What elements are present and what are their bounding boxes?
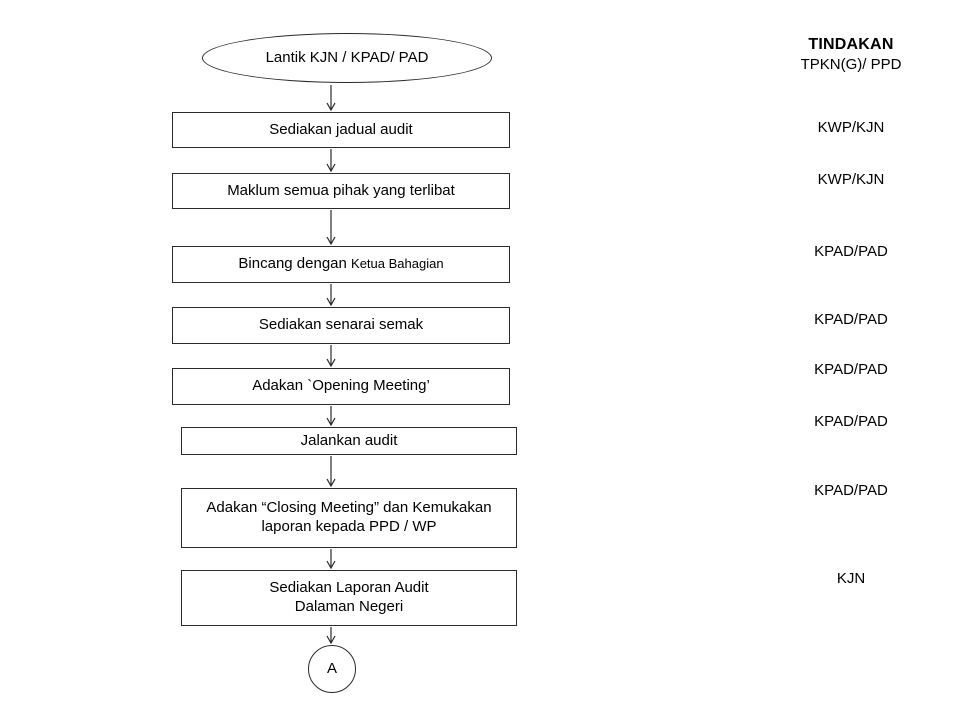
step-maklum-semua-pihak: Maklum semua pihak yang terlibat bbox=[172, 173, 510, 209]
step-sediakan-senarai-semak: Sediakan senarai semak bbox=[172, 307, 510, 344]
action-entry: KWP/KJN bbox=[817, 119, 885, 136]
action-column: TINDAKAN TPKN(G)/ PPD KWP/KJN KWP/KJN KP… bbox=[751, 0, 951, 720]
step-bincang-dengan-ketua-bahagian: Bincang dengan Ketua Bahagian bbox=[172, 246, 510, 283]
start-terminator-label: Lantik KJN / KPAD/ PAD bbox=[265, 48, 429, 66]
action-entry: KJN bbox=[836, 570, 866, 587]
step-jalankan-audit: Jalankan audit bbox=[181, 427, 517, 455]
step-sediakan-jadual-audit: Sediakan jadual audit bbox=[172, 112, 510, 148]
step-adakan-opening-meeting: Adakan `Opening Meeting’ bbox=[172, 368, 510, 405]
action-entry: KPAD/PAD bbox=[814, 413, 888, 430]
step-label-line2: laporan kepada PPD / WP bbox=[261, 518, 437, 535]
action-column-title: TINDAKAN bbox=[808, 36, 894, 53]
action-column-subtitle: TPKN(G)/ PPD bbox=[800, 56, 902, 73]
action-entry: KPAD/PAD bbox=[814, 482, 888, 499]
end-connector-label: A bbox=[326, 659, 337, 677]
step-label: Sediakan jadual audit bbox=[269, 120, 413, 138]
step-label: Sediakan senarai semak bbox=[258, 316, 424, 334]
step-label: Jalankan audit bbox=[300, 431, 398, 449]
step-label-small: Ketua Bahagian bbox=[351, 256, 444, 272]
step-label: Adakan `Opening Meeting’ bbox=[252, 377, 430, 395]
action-entry: KPAD/PAD bbox=[814, 311, 888, 328]
step-label-line1: Sediakan Laporan Audit bbox=[269, 579, 429, 597]
step-adakan-closing-meeting: Adakan “Closing Meeting” dan Kemukakan l… bbox=[181, 488, 517, 548]
step-label: Maklum semua pihak yang terlibat bbox=[227, 181, 455, 199]
end-connector: A bbox=[308, 645, 356, 693]
action-column-header: TINDAKAN TPKN(G)/ PPD bbox=[751, 36, 951, 73]
start-terminator: Lantik KJN / KPAD/ PAD bbox=[202, 33, 492, 83]
action-entry: KPAD/PAD bbox=[814, 361, 888, 378]
step-label-line1: Adakan “Closing Meeting” dan Kemukakan bbox=[206, 499, 492, 517]
step-label: Bincang dengan bbox=[238, 255, 347, 273]
step-sediakan-laporan-audit: Sediakan Laporan Audit Dalaman Negeri bbox=[181, 570, 517, 626]
action-entry: KPAD/PAD bbox=[814, 243, 888, 260]
step-label-line2: Dalaman Negeri bbox=[294, 598, 404, 615]
action-entry: KWP/KJN bbox=[817, 171, 885, 188]
